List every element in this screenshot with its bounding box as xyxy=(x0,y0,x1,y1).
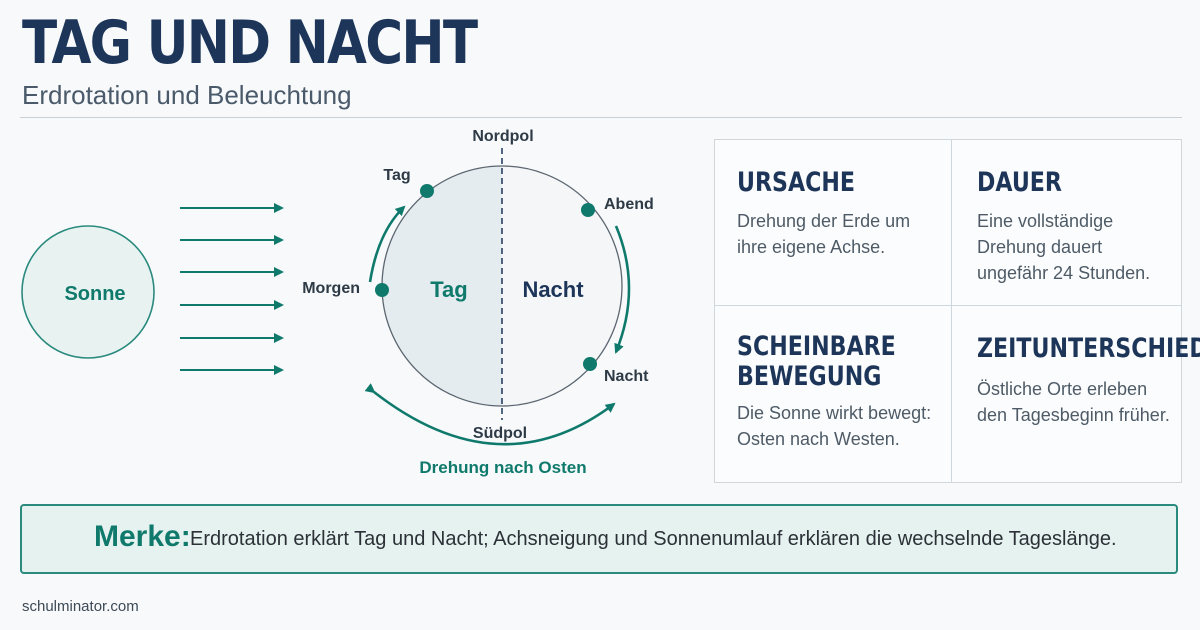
info-card-title: URSACHE xyxy=(737,167,856,198)
header-divider xyxy=(20,117,1182,118)
sun-label: Sonne xyxy=(64,283,125,305)
info-card-title: SCHEINBARE BEWEGUNG xyxy=(737,331,896,392)
marker-abend-label: Abend xyxy=(604,196,654,213)
info-grid: URSACHE Drehung der Erde um ihre eigene … xyxy=(714,139,1200,483)
marker-tag-dot xyxy=(420,184,434,198)
earth-day-half xyxy=(382,166,502,406)
info-card-title: ZEITUNTERSCHIEDE xyxy=(977,333,1200,364)
day-side-label: Tag xyxy=(430,277,467,302)
sun-rays xyxy=(180,203,284,375)
south-pole-label: Südpol xyxy=(473,425,527,442)
rotation-arrow-left xyxy=(368,205,406,283)
rotation-label: Drehung nach Osten xyxy=(419,458,586,477)
sun-circle xyxy=(21,225,155,359)
earth-night-half xyxy=(502,166,622,406)
info-card-zeit: ZEITUNTERSCHIEDE Östliche Orte erleben d… xyxy=(977,334,1200,428)
rotation-arrow-right xyxy=(614,225,631,354)
info-card-text: Die Sonne wirkt bewegt: Osten nach Weste… xyxy=(737,403,932,449)
grid-divider-horizontal xyxy=(715,305,1181,306)
merke-text: Erdrotation erklärt Tag und Nacht; Achsn… xyxy=(190,528,1117,550)
info-card-bewegung: SCHEINBARE BEWEGUNG Die Sonne wirkt bewe… xyxy=(737,332,931,452)
marker-nacht-label: Nacht xyxy=(604,368,649,385)
marker-nacht-dot xyxy=(583,357,597,371)
info-card-text: Eine vollständige Drehung dauert ungefäh… xyxy=(977,211,1151,283)
marker-morgen-dot xyxy=(375,283,389,297)
footer-source: schulminator.com xyxy=(22,598,139,615)
grid-divider-vertical xyxy=(951,140,952,482)
page-title: TAG UND NACHT xyxy=(22,8,478,78)
marker-morgen-label: Morgen xyxy=(302,280,360,297)
info-card-dauer: DAUER Eine vollständige Drehung dauert u… xyxy=(977,168,1150,286)
marker-abend-dot xyxy=(581,203,595,217)
info-card-text: Östliche Orte erleben den Tagesbeginn fr… xyxy=(977,379,1170,425)
marker-tag-label: Tag xyxy=(383,167,410,184)
merke-box: Merke: Erdrotation erklärt Tag und Nacht… xyxy=(20,504,1178,574)
north-pole-label: Nordpol xyxy=(472,128,533,145)
info-card-text: Drehung der Erde um ihre eigene Achse. xyxy=(737,211,911,257)
rotation-diagram: Sonne Nordpol Südpol Tag Nacht Tag Morge… xyxy=(21,128,654,477)
rotation-arrow-bottom xyxy=(364,383,616,446)
page-subtitle: Erdrotation und Beleuchtung xyxy=(22,80,352,110)
night-side-label: Nacht xyxy=(522,277,584,302)
info-card-ursache: URSACHE Drehung der Erde um ihre eigene … xyxy=(737,168,910,260)
info-card-title: DAUER xyxy=(977,167,1062,198)
merke-label: Merke: xyxy=(94,520,191,553)
